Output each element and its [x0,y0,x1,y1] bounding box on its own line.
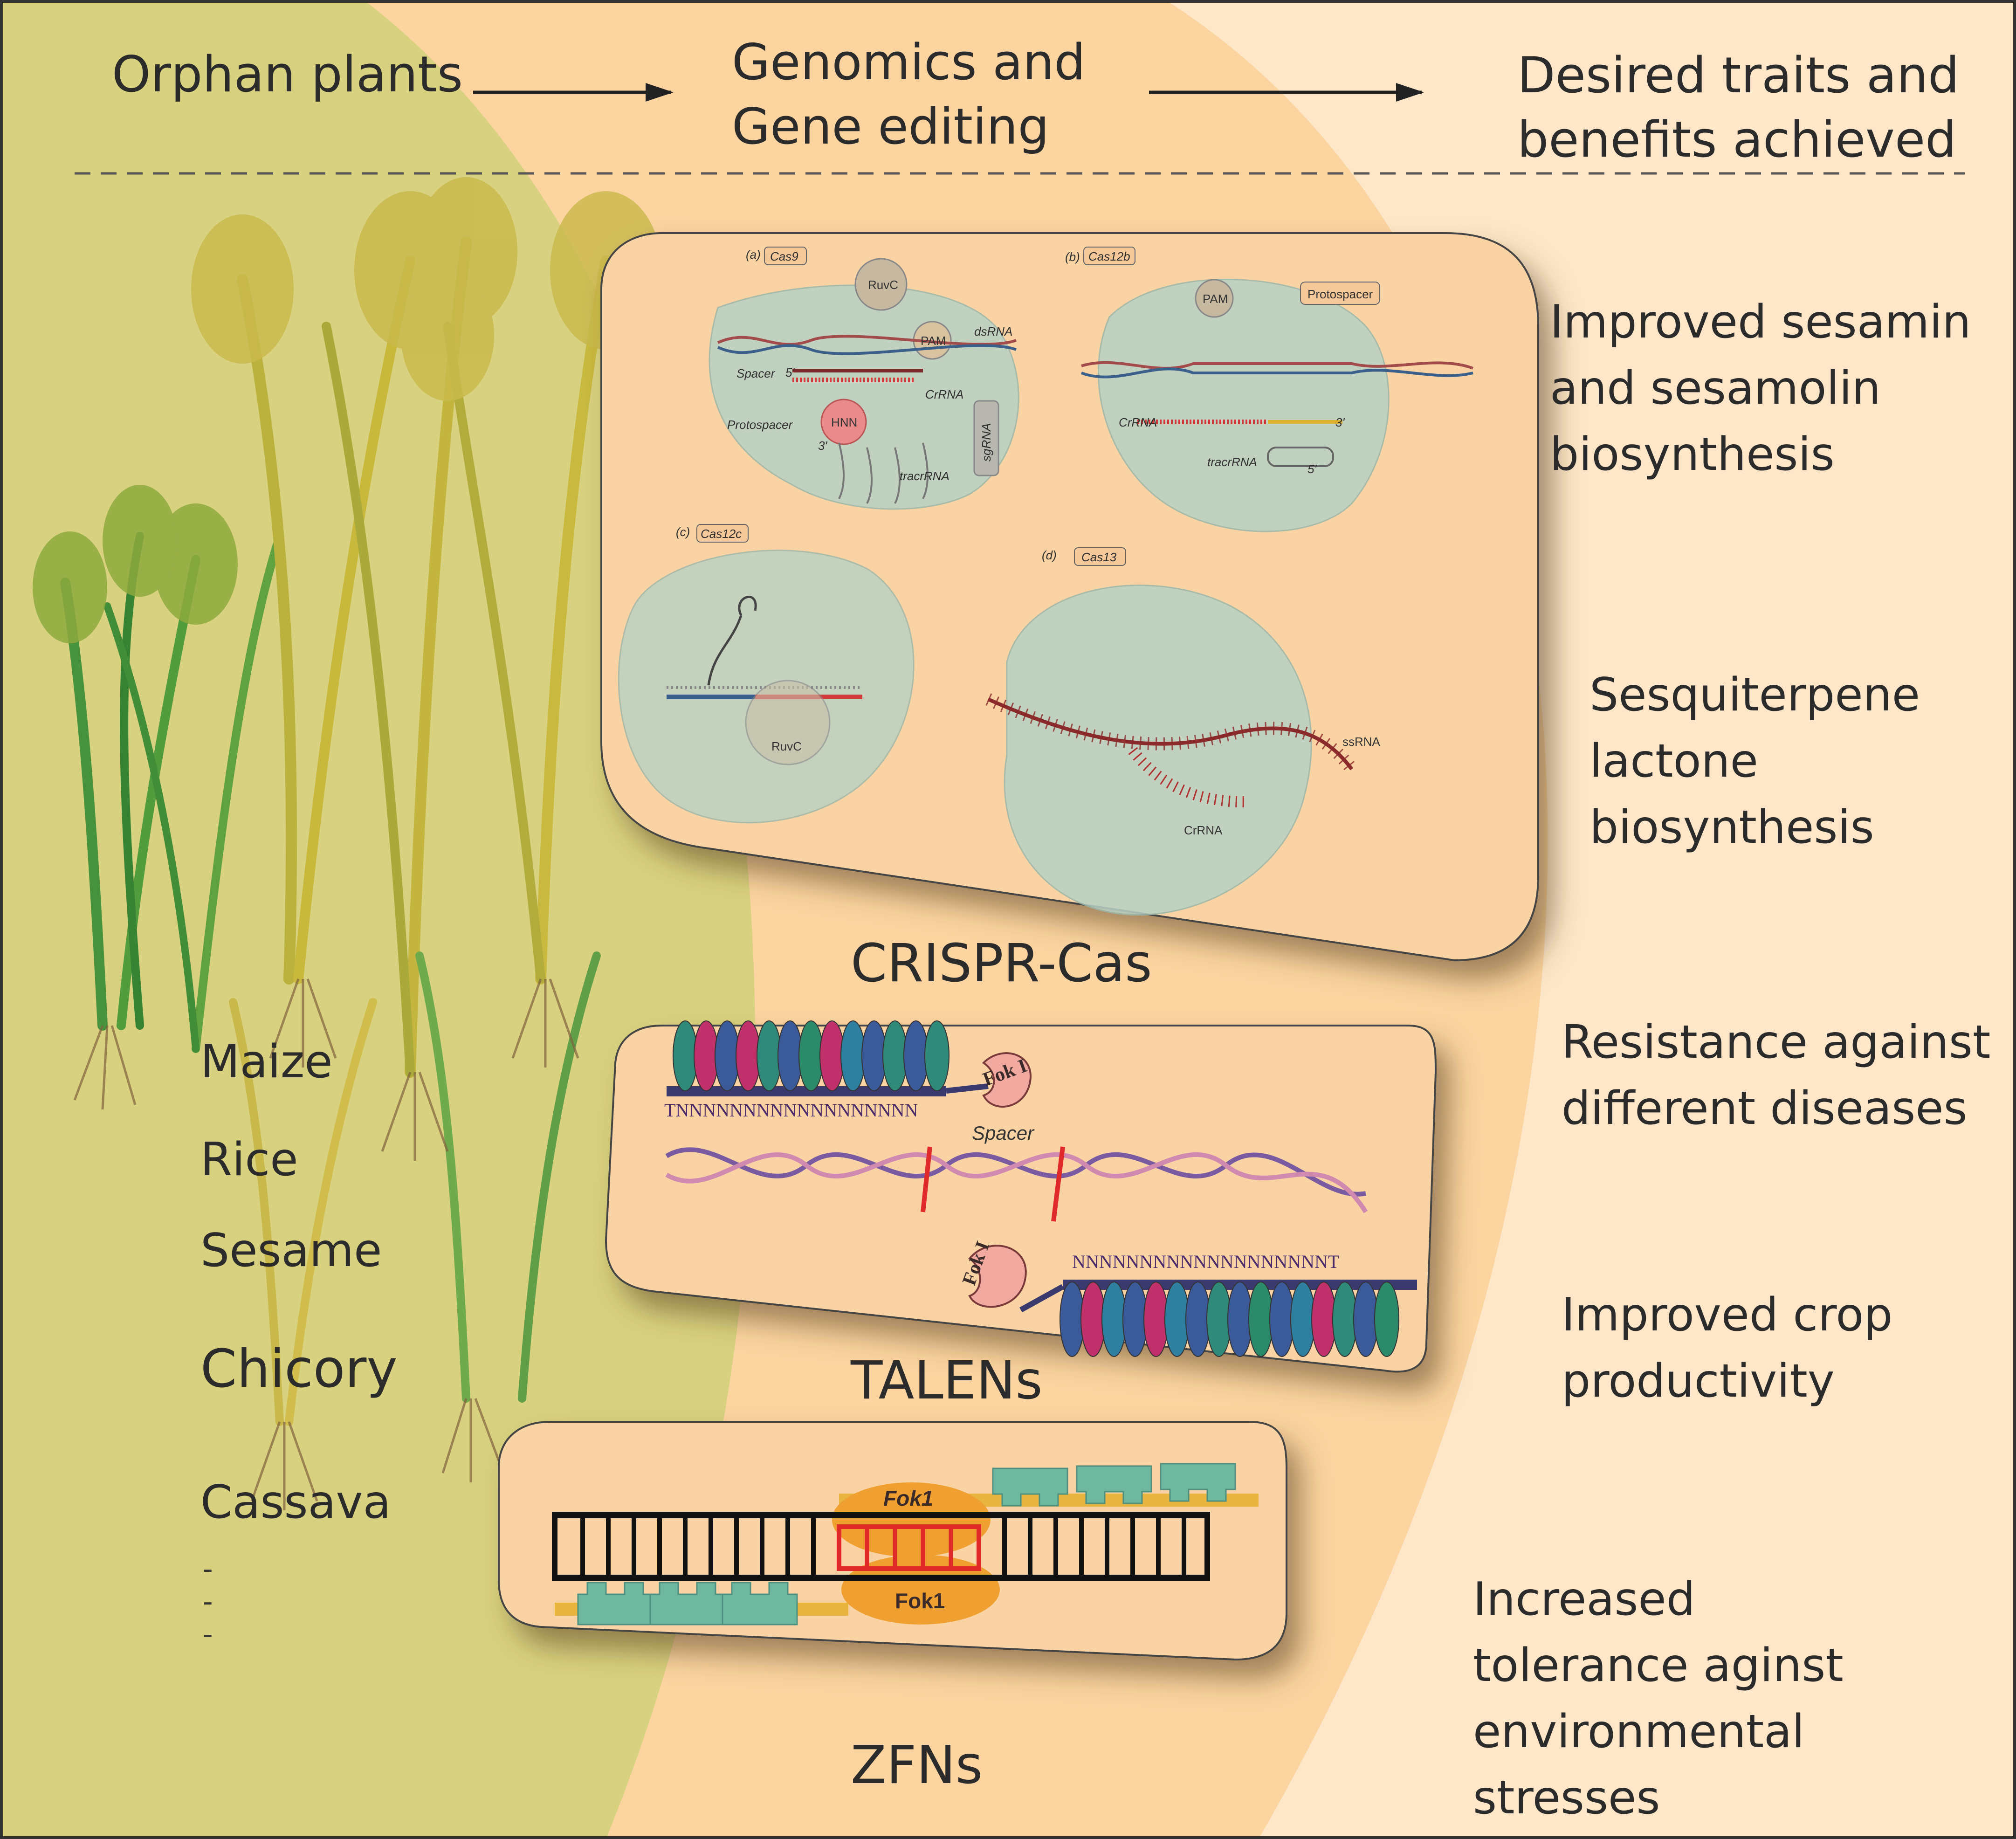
crispr-panel: (a) Cas9 RuvC PAM dsRNA Spacer 5' Protos… [600,232,1539,962]
crop-chicory: Chicory [200,1339,398,1399]
cas12b-tracrrna-label: tracrRNA [1207,455,1257,469]
tech-crispr-label: CRISPR-Cas [851,933,1152,994]
cas9-spacer-label: Spacer [736,366,776,380]
cas9-pam-label: PAM [921,334,946,348]
trait-sesquiterpene-line3: biosynthesis [1589,801,1874,854]
talen-sequence-top: TNNNNNNNNNNNNNNNNNN [664,1100,918,1121]
cas9-crrna-label: CrRNA [925,387,963,401]
cas12b-letter: (b) [1065,250,1080,264]
cas9-protospacer-label: Protospacer [727,418,793,432]
header-traits-line1: Desired traits and [1517,47,1960,104]
header-orphan-plants: Orphan plants [112,46,463,103]
tech-talens-label: TALENs [851,1350,1043,1411]
zinc-finger-domains [577,1463,1236,1625]
cas9-hnn-label: HNN [831,415,857,429]
cas12c-letter: (c) [676,525,690,539]
cas9-letter: (a) [746,248,761,262]
trait-disease-resistance: Resistance against different diseases [1562,1009,1990,1142]
zfns-panel: Fok1 Fok1 [498,1421,1287,1661]
tech-zfns-label: ZFNs [851,1735,983,1796]
talen-spacer-label: Spacer [972,1122,1035,1144]
trait-stress-line4: stresses [1473,1771,1660,1825]
cas12b-illustration: (b) Cas12b PAM Protospacer CrRNA 3' trac… [1065,247,1474,532]
zfn-fok-top-label: Fok1 [883,1486,933,1510]
cas13-illustration: (d) Cas13 ssRNA CrRNA [985,547,1381,916]
cas12b-crrna-label: CrRNA [1119,415,1157,429]
zfn-dna-ladder [552,1512,1210,1581]
cas13-crrna-label: CrRNA [1184,823,1223,837]
trait-sesquiterpene-line2: lactone [1589,735,1758,788]
cas13-letter: (d) [1042,548,1057,562]
crop-ellipsis-3: - [203,1618,213,1651]
trait-disease-line2: different diseases [1562,1082,1968,1135]
trait-productivity-line1: Improved crop [1562,1288,1893,1342]
trait-sesquiterpene: Sesquiterpene lactone biosynthesis [1589,662,1920,861]
crop-rice: Rice [200,1133,298,1186]
talen-top-repeats: Fok I TNNNNNNNNNNNNNNNNNN [664,1020,1032,1121]
header-traits-line2: benefits achieved [1517,111,1957,168]
trait-productivity: Improved crop productivity [1562,1282,1893,1414]
crop-ellipsis-2: - [203,1585,213,1618]
crop-sesame: Sesame [200,1224,382,1277]
trait-disease-line1: Resistance against [1562,1016,1991,1069]
cas12c-ruvc-label: RuvC [771,739,802,753]
trait-productivity-line2: productivity [1562,1355,1835,1408]
trait-stress-line3: environmental [1473,1705,1805,1758]
cas12b-name: Cas12b [1088,249,1130,263]
crop-maize: Maize [200,1035,333,1088]
cas9-dsrna-label: dsRNA [974,324,1012,338]
olive-zone [0,0,755,1839]
trait-stress-line1: Increased [1473,1573,1695,1626]
cas9-ruvc-label: RuvC [868,278,898,292]
trait-sesamin: Improved sesamin and sesamolin biosynthe… [1550,289,1971,488]
talen-dna-helix [665,1146,1368,1222]
crop-cassava: Cassava [200,1476,391,1529]
trait-sesamin-line2: and sesamolin [1550,362,1881,415]
cas9-3prime-label: 3' [818,439,827,453]
cas13-name: Cas13 [1081,550,1117,564]
talens-panel: Fok I TNNNNNNNNNNNNNNNNNN Spacer Fok I N… [605,1020,1437,1373]
plant-illustration [33,177,662,1510]
cas9-5prime-label: 5' [785,365,795,379]
trait-sesamin-line1: Improved sesamin [1550,296,1971,349]
cas9-illustration: (a) Cas9 RuvC PAM dsRNA Spacer 5' Protos… [709,247,1019,510]
cas9-name: Cas9 [770,249,798,263]
cas12b-3prime-label: 3' [1335,415,1345,429]
zfn-fok-bottom-label: Fok1 [895,1589,945,1613]
cas12b-pam-label: PAM [1203,292,1228,306]
cas12b-5prime-label: 5' [1307,462,1317,476]
header-genomics-line1: Genomics and [732,34,1086,91]
talen-bottom-repeats: Fok I NNNNNNNNNNNNNNNNNNNT [958,1239,1417,1357]
talen-sequence-bottom: NNNNNNNNNNNNNNNNNNNT [1072,1251,1339,1272]
trait-sesamin-line3: biosynthesis [1550,428,1835,481]
cas13-ssrna-label: ssRNA [1342,735,1381,749]
trait-stress-tolerance: Increased tolerance aginst environmental… [1473,1566,1844,1831]
cas12b-protospacer-label: Protospacer [1307,287,1373,301]
trait-sesquiterpene-line1: Sesquiterpene [1589,668,1920,722]
cas9-tracrrna-label: tracrRNA [900,469,950,483]
cas12c-name: Cas12c [701,527,742,541]
cas9-sgrna-label: sgRNA [979,423,993,461]
trait-stress-line2: tolerance aginst [1473,1639,1844,1692]
cas12c-illustration: (c) Cas12c RuvC [618,524,915,824]
crop-ellipsis-1: - [203,1553,213,1585]
header-genomics-line2: Gene editing [732,98,1049,155]
